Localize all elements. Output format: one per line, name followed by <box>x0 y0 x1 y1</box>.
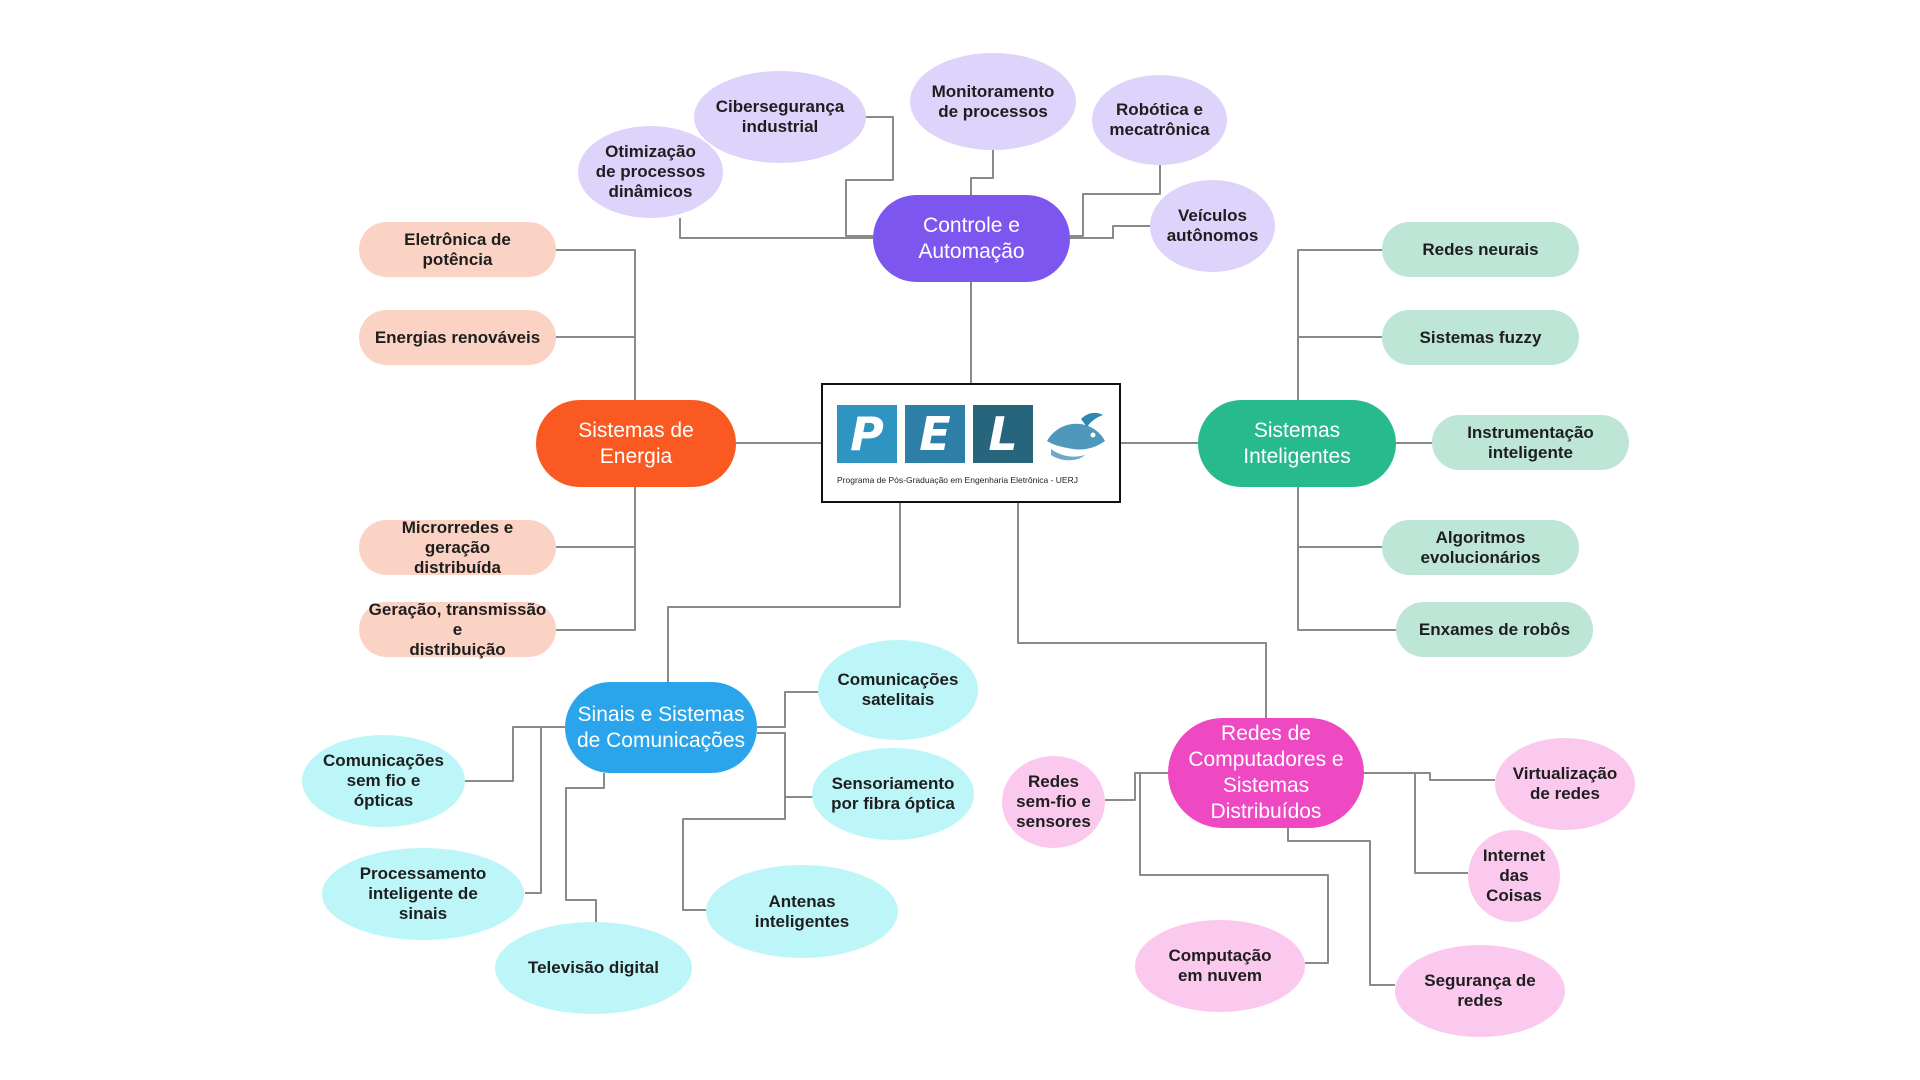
topic-label: Internet das Coisas <box>1482 846 1546 905</box>
connector-energy-left <box>556 249 636 400</box>
topic-ciberseguranca-industrial[interactable]: Cibersegurança industrial <box>694 71 866 163</box>
topic-label: Processamento inteligente de sinais <box>359 864 487 923</box>
logo-subtitle: Programa de Pós-Graduação em Engenharia … <box>837 475 1078 485</box>
topic-enxames-robos[interactable]: Enxames de robôs <box>1396 602 1593 657</box>
topic-label: Enxames de robôs <box>1418 619 1571 639</box>
topic-sensoriamento-fibra[interactable]: Sensoriamento por fibra óptica <box>812 748 974 840</box>
topic-monitoramento-processos[interactable]: Monitoramento de processos <box>910 53 1076 150</box>
logo-letter-l: L <box>973 405 1033 463</box>
topic-televisao-digital[interactable]: Televisão digital <box>495 922 692 1014</box>
topic-label: Comunicações satelitais <box>837 670 959 709</box>
connector-networks-security <box>1287 828 1395 986</box>
logo-letter-e: E <box>905 405 965 463</box>
topic-label: Cibersegurança industrial <box>715 97 845 136</box>
connector-control-optimization <box>679 218 873 239</box>
pel-logo: P E L Programa de Pós-Graduação em Engen… <box>821 383 1121 503</box>
fish-emblem-icon <box>1047 412 1105 461</box>
topic-geracao-transmissao[interactable]: Geração, transmissão e distribuição <box>359 599 556 659</box>
connector-control-cyber <box>845 116 894 237</box>
hub-redes-computadores[interactable]: Redes de Computadores e Sistemas Distrib… <box>1168 718 1364 828</box>
connector-center-networks <box>1017 503 1267 718</box>
topic-label: Robótica e mecatrônica <box>1109 100 1210 139</box>
topic-label: Otimização de processos dinâmicos <box>595 142 706 201</box>
topic-eletronica-potencia[interactable]: Eletrônica de potência <box>359 222 556 277</box>
topic-processamento-sinais[interactable]: Processamento inteligente de sinais <box>322 848 524 940</box>
topic-algoritmos-evolucionarios[interactable]: Algoritmos evolucionários <box>1382 520 1579 575</box>
topic-computacao-nuvem[interactable]: Computação em nuvem <box>1135 920 1305 1012</box>
topic-label: Veículos autônomos <box>1166 206 1259 245</box>
hub-sistemas-inteligentes[interactable]: Sistemas Inteligentes <box>1198 400 1396 487</box>
topic-label: Virtualização de redes <box>1512 764 1618 803</box>
hub-label: Controle e Automação <box>918 213 1025 263</box>
topic-otimizacao-processos[interactable]: Otimização de processos dinâmicos <box>578 126 723 218</box>
topic-label: Microrredes e geração distribuída <box>401 517 514 577</box>
connector-signals-antennas <box>682 760 786 911</box>
hub-label: Sinais e Sistemas de Comunicações <box>576 702 746 752</box>
topic-comunicacoes-sem-fio[interactable]: Comunicações sem fio e ópticas <box>302 735 465 827</box>
topic-label: Antenas inteligentes <box>754 891 850 931</box>
connector-networks-virtualization <box>1362 772 1495 781</box>
connector-signals-tv <box>565 773 605 923</box>
topic-robotica-mecatronica[interactable]: Robótica e mecatrônica <box>1092 75 1227 165</box>
topic-label: Televisão digital <box>527 958 659 977</box>
connector-energy-down <box>556 487 636 631</box>
topic-label: Algoritmos evolucionários <box>1420 527 1541 567</box>
topic-label: Energias renováveis <box>374 327 541 347</box>
topic-label: Sensoriamento por fibra óptica <box>831 774 955 813</box>
topic-label: Redes neurais <box>1422 239 1539 259</box>
topic-antenas-inteligentes[interactable]: Antenas inteligentes <box>706 865 898 958</box>
connector-signals-processing <box>525 726 565 894</box>
hub-sistemas-energia[interactable]: Sistemas de Energia <box>536 400 736 487</box>
logo-letter-p: P <box>837 405 897 463</box>
topic-label: Geração, transmissão e distribuição <box>368 599 547 659</box>
hub-sinais-comunicacoes[interactable]: Sinais e Sistemas de Comunicações <box>565 682 757 773</box>
connector-control-robotics <box>1070 160 1161 237</box>
connector-networks-cloud <box>1139 772 1329 964</box>
topic-seguranca-redes[interactable]: Segurança de redes <box>1395 945 1565 1037</box>
topic-label: Computação em nuvem <box>1168 946 1272 985</box>
topic-label: Segurança de redes <box>1424 971 1536 1010</box>
topic-label: Eletrônica de potência <box>404 229 511 269</box>
topic-veiculos-autonomos[interactable]: Veículos autônomos <box>1150 180 1275 272</box>
topic-redes-neurais[interactable]: Redes neurais <box>1382 222 1579 277</box>
topic-energias-renovaveis[interactable]: Energias renováveis <box>359 310 556 365</box>
topic-virtualizacao-redes[interactable]: Virtualização de redes <box>1495 738 1635 830</box>
connector-intel-down <box>1297 487 1396 631</box>
topic-label: Sistemas fuzzy <box>1419 327 1542 347</box>
connector-signals-satellite <box>757 691 820 728</box>
hub-label: Sistemas de Energia <box>578 418 694 468</box>
topic-label: Instrumentação inteligente <box>1467 422 1594 462</box>
connector-center-signals <box>667 503 901 682</box>
connector-networks-sensors <box>1105 772 1172 801</box>
pel-letters: P E L <box>837 405 1111 463</box>
topic-instrumentacao-inteligente[interactable]: Instrumentação inteligente <box>1432 415 1629 470</box>
connector-control-vehicles <box>1070 225 1150 239</box>
hub-controle-automacao[interactable]: Controle e Automação <box>873 195 1070 282</box>
topic-label: Monitoramento de processos <box>931 81 1055 121</box>
connector-control-monitoring <box>970 150 994 195</box>
connector-intel-up <box>1297 249 1382 400</box>
connector-signals-wireless <box>465 726 565 782</box>
connector-networks-iot <box>1362 772 1468 874</box>
topic-internet-das-coisas[interactable]: Internet das Coisas <box>1468 830 1560 922</box>
topic-label: Comunicações sem fio e ópticas <box>323 751 444 810</box>
topic-label: Redes sem-fio e sensores <box>1016 772 1091 831</box>
topic-sistemas-fuzzy[interactable]: Sistemas fuzzy <box>1382 310 1579 365</box>
hub-label: Redes de Computadores e Sistemas Distrib… <box>1188 722 1344 823</box>
hub-label: Sistemas Inteligentes <box>1243 418 1351 468</box>
topic-comunicacoes-satelitais[interactable]: Comunicações satelitais <box>818 640 978 740</box>
topic-microrredes[interactable]: Microrredes e geração distribuída <box>359 517 556 577</box>
topic-redes-sem-fio-sensores[interactable]: Redes sem-fio e sensores <box>1002 756 1105 848</box>
